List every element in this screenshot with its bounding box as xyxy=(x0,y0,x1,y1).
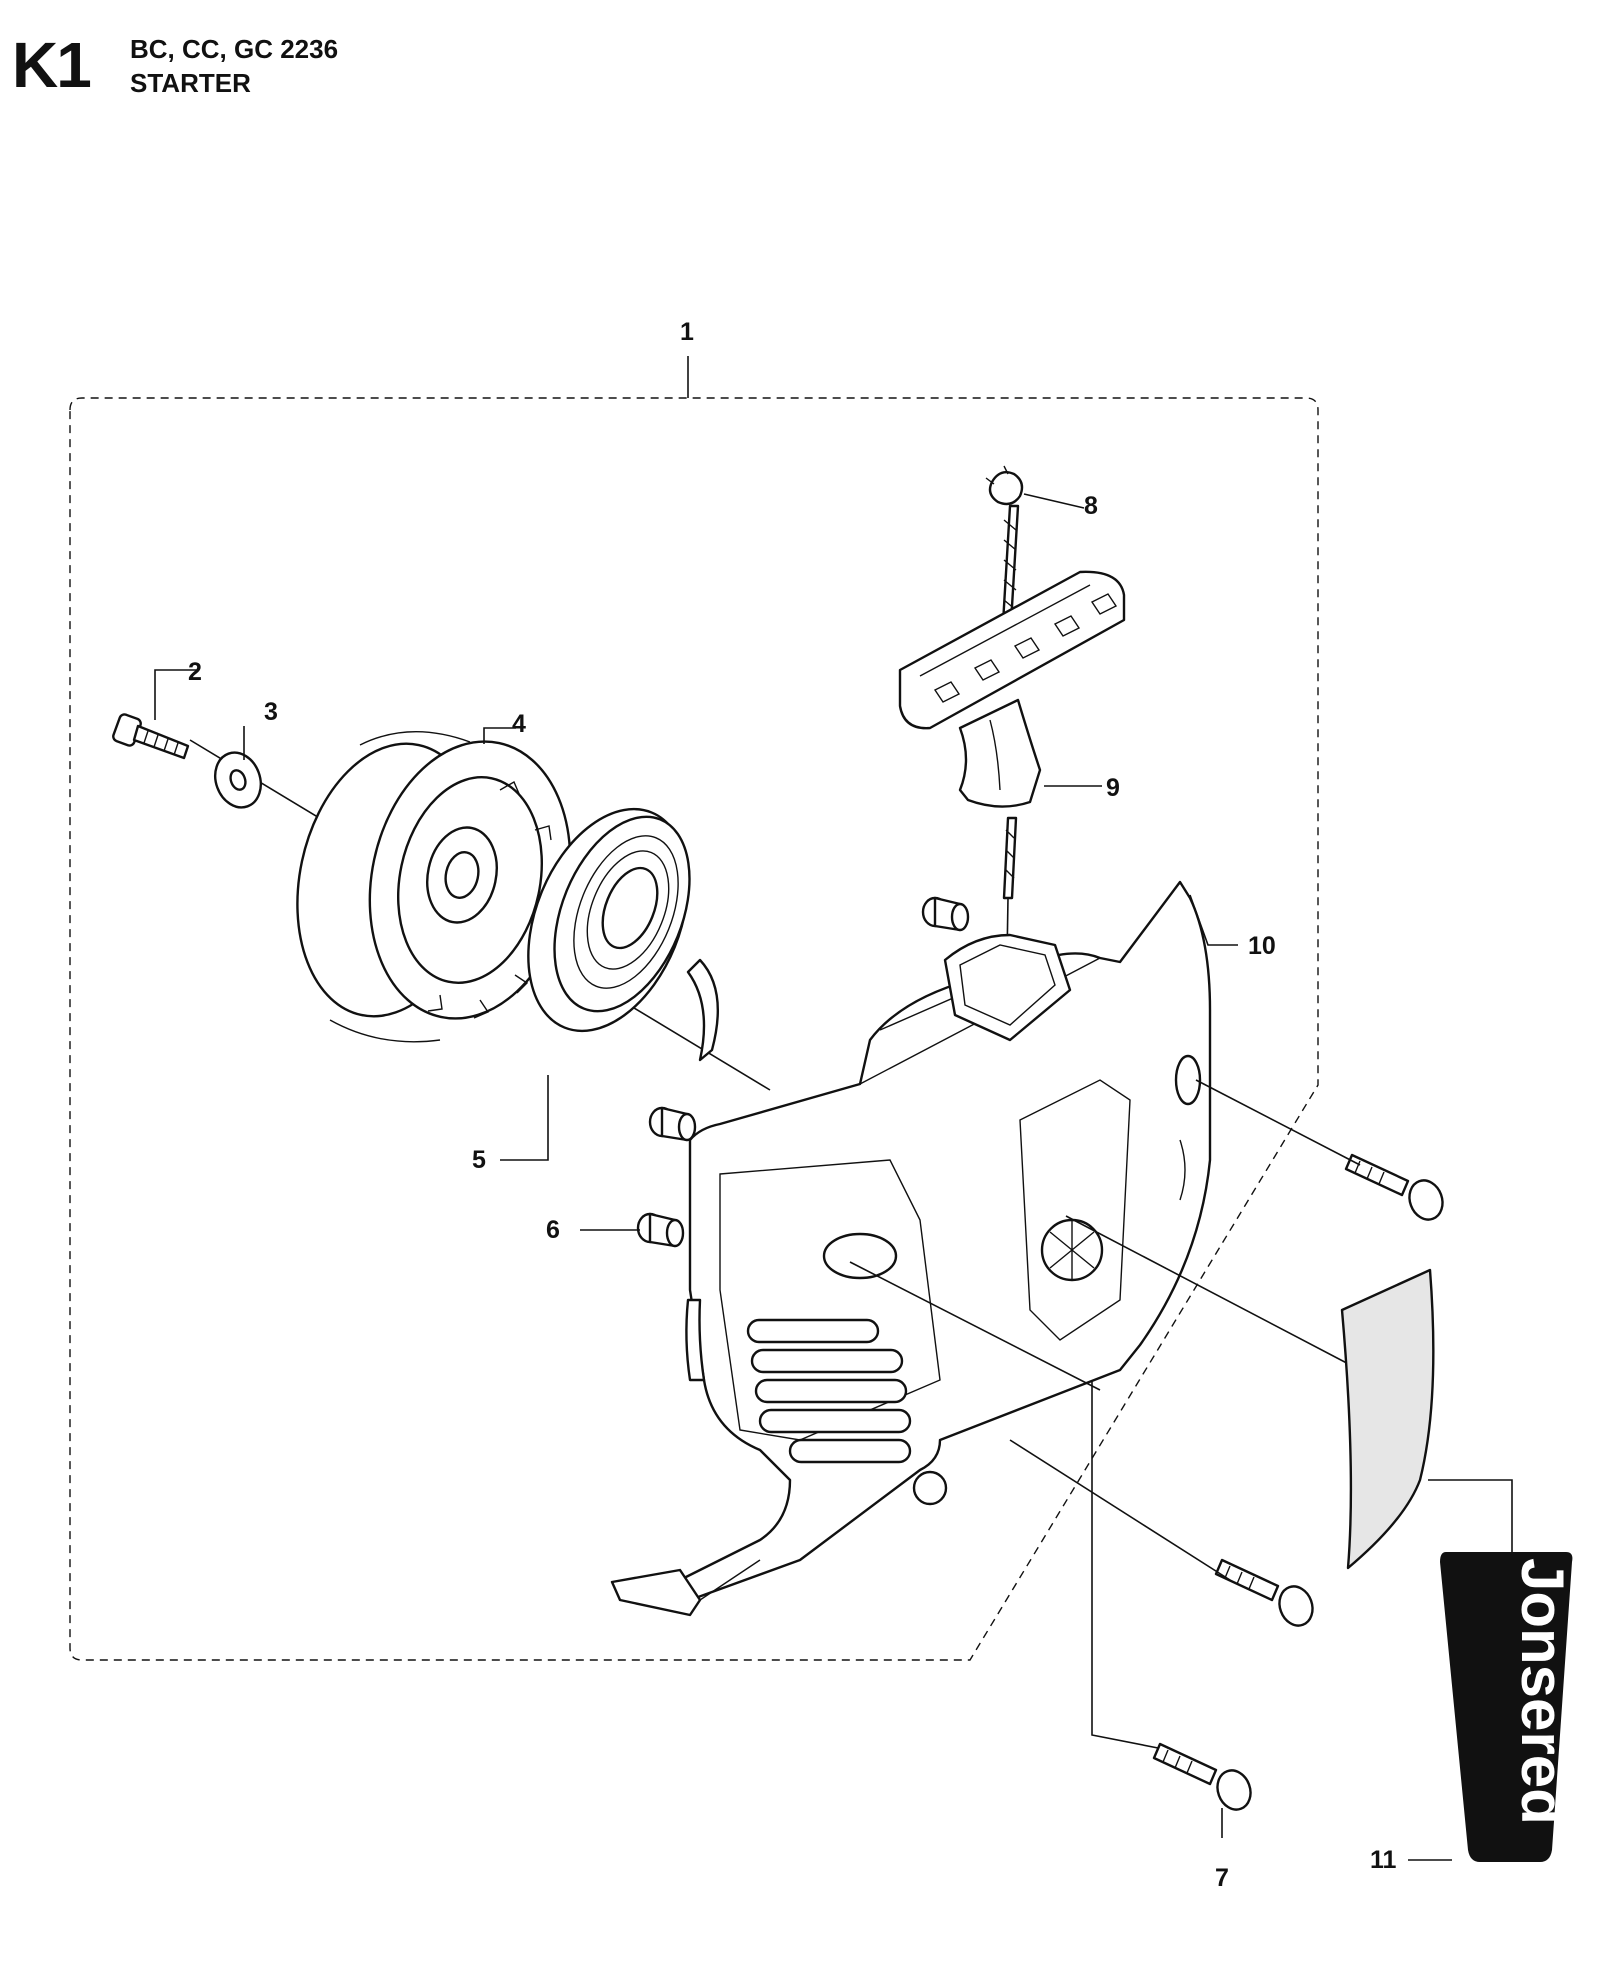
starter-rope-item-8 xyxy=(985,465,1024,1021)
model-list: BC, CC, GC 2236 xyxy=(130,34,339,64)
assembly-boundary xyxy=(69,397,1319,1661)
callout-11: 11 xyxy=(1370,1846,1397,1874)
bushing-upper-a xyxy=(921,896,970,932)
assembly-title: STARTER xyxy=(130,68,251,98)
starter-housing-item-10 xyxy=(610,880,1212,1617)
callout-5: 5 xyxy=(472,1146,486,1174)
callout-8: 8 xyxy=(1084,492,1098,520)
bushing-upper-b xyxy=(648,1106,697,1142)
section-code: K1 xyxy=(12,29,92,101)
callout-6: 6 xyxy=(546,1216,560,1244)
screw-housing-lower xyxy=(1214,1558,1314,1627)
callout-1: 1 xyxy=(680,318,694,346)
recoil-spring-item-5 xyxy=(527,807,719,1062)
jonsered-logo-badge xyxy=(1440,1552,1573,1862)
callout-3: 3 xyxy=(264,698,278,726)
decal-item-11 xyxy=(1340,1268,1435,1570)
jonsered-logo-text: Jonsered xyxy=(1509,1558,1576,1825)
callout-10: 10 xyxy=(1248,932,1276,960)
callout-4: 4 xyxy=(512,710,526,738)
page-title: K1 BC, CC, GC 2236 STARTER xyxy=(12,28,432,108)
callout-9: 9 xyxy=(1106,774,1120,802)
screw-item-2 xyxy=(112,713,190,760)
screw-housing-right xyxy=(1344,1153,1444,1221)
starter-pulley-item-4 xyxy=(296,731,572,1043)
callout-7: 7 xyxy=(1215,1864,1229,1892)
washer-item-3 xyxy=(214,751,262,809)
bushing-item-6 xyxy=(636,1212,685,1248)
callout-2: 2 xyxy=(188,658,202,686)
starter-handle-item-9 xyxy=(898,570,1126,808)
screw-item-7 xyxy=(1152,1742,1252,1811)
